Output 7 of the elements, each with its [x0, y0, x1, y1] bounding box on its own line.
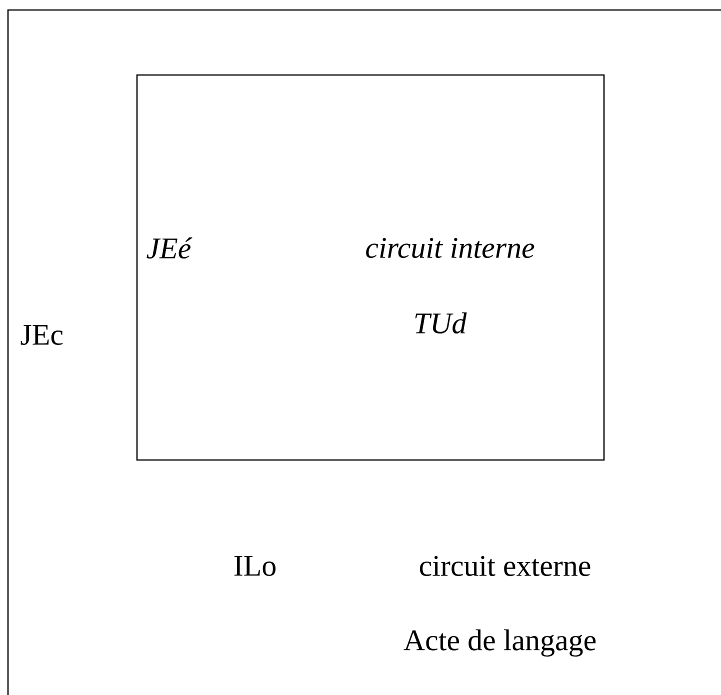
box-label: circuit externe — [420, 556, 590, 576]
box-label: circuit interne — [366, 238, 534, 258]
box-label: TUd — [415, 312, 467, 334]
box-label: JEc — [20, 325, 63, 345]
box-label: JEé — [146, 237, 192, 259]
box-label: Acte de langage — [404, 629, 596, 657]
box-label: ILo — [234, 556, 276, 576]
